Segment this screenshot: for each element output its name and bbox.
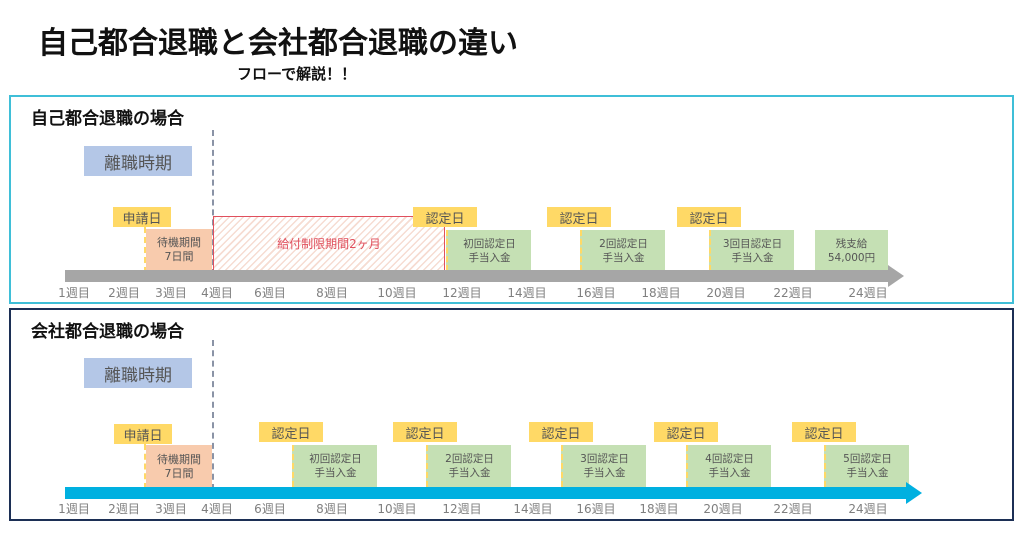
self-tick: 20週目	[706, 286, 746, 300]
self-tick: 6週目	[254, 286, 286, 300]
company-tick: 10週目	[377, 502, 417, 516]
company-tick: 4週目	[201, 502, 233, 516]
company-tick: 1週目	[58, 502, 90, 516]
self-panel-title: 自己都合退職の場合	[31, 109, 184, 129]
company-payment-4-line1: 4回認定日	[705, 453, 754, 465]
self-payment-3-line2: 手当入金	[731, 251, 774, 264]
self-tick: 2週目	[108, 286, 140, 300]
company-tick: 8週目	[316, 502, 348, 516]
self-timeline-axis	[65, 270, 889, 282]
self-separation-period-box: 離職時期	[84, 146, 192, 176]
company-tick: 18週目	[639, 502, 679, 516]
self-payment-box-3: 3回目認定日 手当入金	[709, 230, 794, 271]
self-tick: 3週目	[155, 286, 187, 300]
self-apply-tag: 申請日	[113, 207, 171, 227]
self-payment-1-line2: 手当入金	[468, 251, 511, 264]
page-title: 自己都合退職と会社都合退職の違い	[38, 26, 518, 61]
self-tick: 4週目	[201, 286, 233, 300]
self-payment-4-line2: 54,000円	[827, 251, 876, 264]
company-separation-divider	[212, 340, 214, 490]
company-payment-box-5: 5回認定日 手当入金	[824, 445, 909, 487]
self-payment-3-line1: 3回目認定日	[722, 237, 783, 250]
self-remaining-payment-box: 残支給 54,000円	[815, 230, 888, 271]
company-payment-3-line2: 手当入金	[583, 467, 626, 479]
company-tick: 3週目	[155, 502, 187, 516]
company-tick: 16週目	[576, 502, 616, 516]
company-payment-1-line2: 手当入金	[314, 467, 357, 479]
company-timeline-arrow-icon	[906, 482, 922, 504]
self-tick: 1週目	[58, 286, 90, 300]
company-tick: 22週目	[773, 502, 813, 516]
self-benefit-restriction-box: 給付制限期間2ヶ月	[213, 216, 445, 271]
company-payment-box-1: 初回認定日 手当入金	[292, 445, 377, 487]
self-cert-tag-1: 認定日	[413, 207, 477, 227]
self-wait-line2: 7日間	[164, 250, 194, 263]
company-panel-title: 会社都合退職の場合	[31, 322, 184, 342]
self-payment-box-1: 初回認定日 手当入金	[446, 230, 531, 271]
company-cert-tag-3: 認定日	[529, 422, 593, 442]
company-apply-tag: 申請日	[114, 424, 172, 444]
self-payment-4-line1: 残支給	[835, 237, 868, 250]
self-tick: 10週目	[377, 286, 417, 300]
self-payment-box-2: 2回認定日 手当入金	[580, 230, 665, 271]
company-cert-tag-5: 認定日	[792, 422, 856, 442]
company-payment-1-line1: 初回認定日	[309, 453, 362, 465]
self-tick: 8週目	[316, 286, 348, 300]
company-cert-tag-1: 認定日	[259, 422, 323, 442]
company-payment-5-line2: 手当入金	[846, 467, 889, 479]
company-payment-box-2: 2回認定日 手当入金	[426, 445, 511, 487]
self-tick: 22週目	[773, 286, 813, 300]
self-payment-1-line1: 初回認定日	[463, 237, 516, 250]
company-tick: 12週目	[442, 502, 482, 516]
self-payment-2-line2: 手当入金	[602, 251, 645, 264]
company-tick: 6週目	[254, 502, 286, 516]
company-payment-5-line1: 5回認定日	[843, 453, 892, 465]
self-waiting-period-box: 待機期間 7日間	[146, 229, 212, 271]
page-subtitle: フローで解説！！	[237, 65, 357, 83]
company-apply-marker	[144, 444, 146, 489]
company-payment-2-line2: 手当入金	[448, 467, 491, 479]
company-timeline-axis	[65, 487, 907, 499]
company-payment-box-4: 4回認定日 手当入金	[686, 445, 771, 487]
company-tick: 20週目	[703, 502, 743, 516]
self-separation-divider	[212, 130, 214, 275]
company-wait-line1: 待機期間	[157, 452, 201, 466]
company-waiting-period-box: 待機期間 7日間	[146, 445, 212, 488]
self-cert-tag-2: 認定日	[547, 207, 611, 227]
self-wait-line1: 待機期間	[157, 236, 201, 249]
self-tick: 12週目	[442, 286, 482, 300]
company-separation-period-box: 離職時期	[84, 358, 192, 388]
company-wait-line2: 7日間	[164, 466, 194, 480]
company-tick: 2週目	[108, 502, 140, 516]
self-timeline-arrow-icon	[888, 265, 904, 287]
company-tick: 14週目	[513, 502, 553, 516]
self-tick: 24週目	[848, 286, 888, 300]
company-cert-tag-4: 認定日	[654, 422, 718, 442]
self-tick: 14週目	[507, 286, 547, 300]
company-payment-4-line2: 手当入金	[708, 467, 751, 479]
self-payment-2-line1: 2回認定日	[599, 237, 648, 250]
company-payment-box-3: 3回認定日 手当入金	[561, 445, 646, 487]
company-payment-2-line1: 2回認定日	[445, 453, 494, 465]
company-payment-3-line1: 3回認定日	[580, 453, 629, 465]
company-cert-tag-2: 認定日	[393, 422, 457, 442]
self-cert-tag-3: 認定日	[677, 207, 741, 227]
self-tick: 18週目	[641, 286, 681, 300]
self-apply-marker	[144, 227, 146, 273]
company-tick: 24週目	[848, 502, 888, 516]
self-tick: 16週目	[576, 286, 616, 300]
